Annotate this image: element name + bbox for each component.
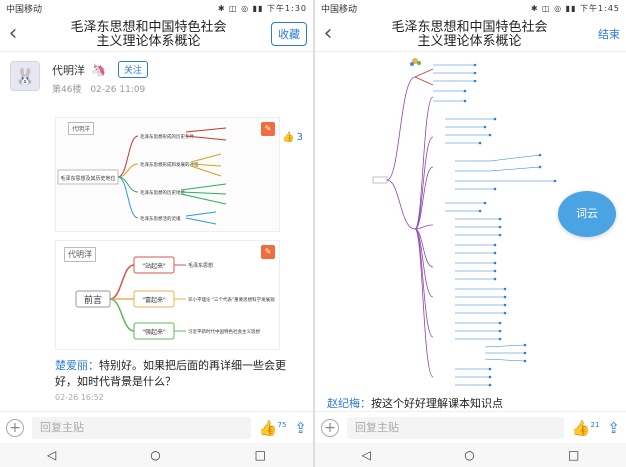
svg-text:前言: 前言: [84, 294, 102, 306]
comment-text: 按这个好好理解课本知识点: [371, 397, 503, 410]
comment: 赵纪梅：按这个好好理解课本知识点: [327, 395, 620, 411]
end-button[interactable]: 结束: [598, 27, 620, 41]
like-button[interactable]: 👍21: [571, 418, 600, 437]
svg-text:"强起来": "强起来": [142, 328, 166, 336]
status-icons: ✱ ◫ ◎ ▮▮ 下午1:30: [217, 3, 307, 13]
back-icon[interactable]: ‹: [323, 20, 333, 46]
app-corner-icon: ✎: [261, 122, 275, 136]
status-bar: 中国移动 ✱ ◫ ◎ ▮▮ 下午1:30: [0, 0, 313, 16]
username[interactable]: 代明洋: [52, 63, 85, 77]
follow-button[interactable]: 关注: [117, 61, 148, 78]
floor-number: 第46楼: [52, 85, 82, 95]
mindmap-image-2[interactable]: 前言 "站起来" "富起来" "强起来" 毛泽东思想 邓小平理论 "三个代表"重…: [55, 240, 280, 350]
left-screen: 中国移动 ✱ ◫ ◎ ▮▮ 下午1:30 ‹ 毛泽东思想和中国特色社会 主义理论…: [0, 0, 313, 467]
nav-home-icon[interactable]: ○: [464, 448, 475, 462]
emoji-icon: 🦄: [91, 62, 106, 77]
author-tag: 代明洋: [64, 247, 96, 262]
share-icon[interactable]: ⇪: [294, 418, 307, 437]
page-title: 毛泽东思想和中国特色社会 主义理论体系概论: [391, 19, 548, 49]
mindmap-root: [372, 176, 388, 184]
nav-home-icon[interactable]: ○: [150, 448, 161, 462]
svg-text:邓小平理论 "三个代表"重要思想科学发展观: 邓小平理论 "三个代表"重要思想科学发展观: [188, 296, 275, 303]
comment-text: 特别好。如果把后面的再详细一些会更好，如时代背景是什么？: [55, 359, 286, 388]
right-screen: 中国移动 ✱ ◫ ◎ ▮▮ 下午1:45 ‹ 毛泽东思想和中国特色社会 主义理论…: [313, 0, 626, 467]
mindmap-1-svg: 毛泽东思想及其历史地位 毛泽东思想形成的历史条件 毛泽东思想形成和发展的过程 毛…: [57, 127, 227, 225]
comment-author[interactable]: 赵纪梅：: [327, 397, 371, 410]
mindmap-logo: [410, 58, 421, 66]
avatar[interactable]: 🐰: [10, 61, 40, 91]
app-corner-icon: ✎: [261, 245, 275, 259]
reply-bar: + 回复主贴 👍21 ⇪: [315, 411, 626, 443]
header: ‹ 毛泽东思想和中国特色社会 主义理论体系概论 收藏: [0, 16, 313, 52]
svg-text:毛泽东思想: 毛泽东思想: [188, 262, 213, 269]
carrier-label: 中国移动: [321, 4, 358, 15]
add-icon[interactable]: +: [321, 418, 339, 437]
mindmap-dots: [463, 63, 557, 387]
mindmap-branches: [386, 76, 434, 378]
status-bar: 中国移动 ✱ ◫ ◎ ▮▮ 下午1:45: [315, 0, 626, 16]
svg-text:毛泽东思想的历史地位: 毛泽东思想的历史地位: [140, 189, 185, 196]
post-date: 02-26 11:09: [90, 85, 146, 95]
svg-text:习近平新时代中国特色社会主义思想: 习近平新时代中国特色社会主义思想: [188, 328, 260, 335]
svg-text:毛泽东思想形成的历史条件: 毛泽东思想形成的历史条件: [140, 133, 194, 140]
like-count: 3: [296, 132, 303, 143]
share-icon[interactable]: ⇪: [607, 418, 620, 437]
like-button[interactable]: 👍75: [258, 418, 287, 437]
svg-text:毛泽东思想活的灵魂: 毛泽东思想活的灵魂: [140, 215, 181, 222]
nav-recent-icon[interactable]: □: [254, 448, 266, 462]
system-nav-bar: ◁ ○ □: [0, 443, 313, 467]
system-nav-bar: ◁ ○ □: [315, 443, 626, 467]
favorite-button[interactable]: 收藏: [271, 21, 307, 46]
status-icons: ✱ ◫ ◎ ▮▮ 下午1:45: [530, 3, 620, 13]
mindmap-red-branch: [414, 68, 434, 86]
header: ‹ 毛泽东思想和中国特色社会 主义理论体系概论 结束: [315, 16, 626, 52]
thumbs-up-icon: 👍: [282, 132, 295, 143]
comment: 楚爱丽：特别好。如果把后面的再详细一些会更好，如时代背景是什么？ 02-26 1…: [0, 350, 313, 406]
author-tag: 代明洋: [68, 122, 95, 135]
nav-back-icon[interactable]: ◁: [361, 448, 371, 462]
reply-bar: + 回复主贴 👍75 ⇪: [0, 411, 313, 443]
carrier-label: 中国移动: [6, 4, 43, 15]
svg-text:毛泽东思想及其历史地位: 毛泽东思想及其历史地位: [60, 175, 115, 182]
svg-text:毛泽东思想形成和发展的过程: 毛泽东思想形成和发展的过程: [140, 161, 199, 168]
mindmap-leaves: [433, 64, 555, 386]
comment-time: 02-26 16:52: [55, 393, 104, 402]
add-icon[interactable]: +: [6, 418, 24, 437]
mindmap-view: 词云 赵纪梅：按这个好好理解课本知识点: [315, 53, 626, 411]
mindmap-2-svg: 前言 "站起来" "富起来" "强起来" 毛泽东思想 邓小平理论 "三个代表"重…: [75, 256, 275, 340]
nav-back-icon[interactable]: ◁: [46, 448, 57, 462]
back-icon[interactable]: ‹: [8, 20, 18, 46]
nav-recent-icon[interactable]: □: [568, 448, 580, 462]
large-mindmap-svg[interactable]: [315, 57, 626, 395]
svg-text:"站起来": "站起来": [142, 262, 166, 270]
word-cloud-button[interactable]: 词云: [558, 191, 616, 237]
reply-input[interactable]: 回复主贴: [32, 416, 251, 439]
mindmap-image-1[interactable]: 毛泽东思想及其历史地位 毛泽东思想形成的历史条件 毛泽东思想形成和发展的过程 毛…: [55, 117, 280, 232]
svg-text:"富起来": "富起来": [142, 296, 166, 304]
page-title: 毛泽东思想和中国特色社会 主义理论体系概论: [70, 19, 227, 49]
reply-input[interactable]: 回复主贴: [347, 416, 564, 439]
comment-author[interactable]: 楚爱丽：: [55, 359, 99, 372]
post-content: 🐰 代明洋 🦄 关注 第46楼 02-26 11:09: [0, 53, 313, 411]
